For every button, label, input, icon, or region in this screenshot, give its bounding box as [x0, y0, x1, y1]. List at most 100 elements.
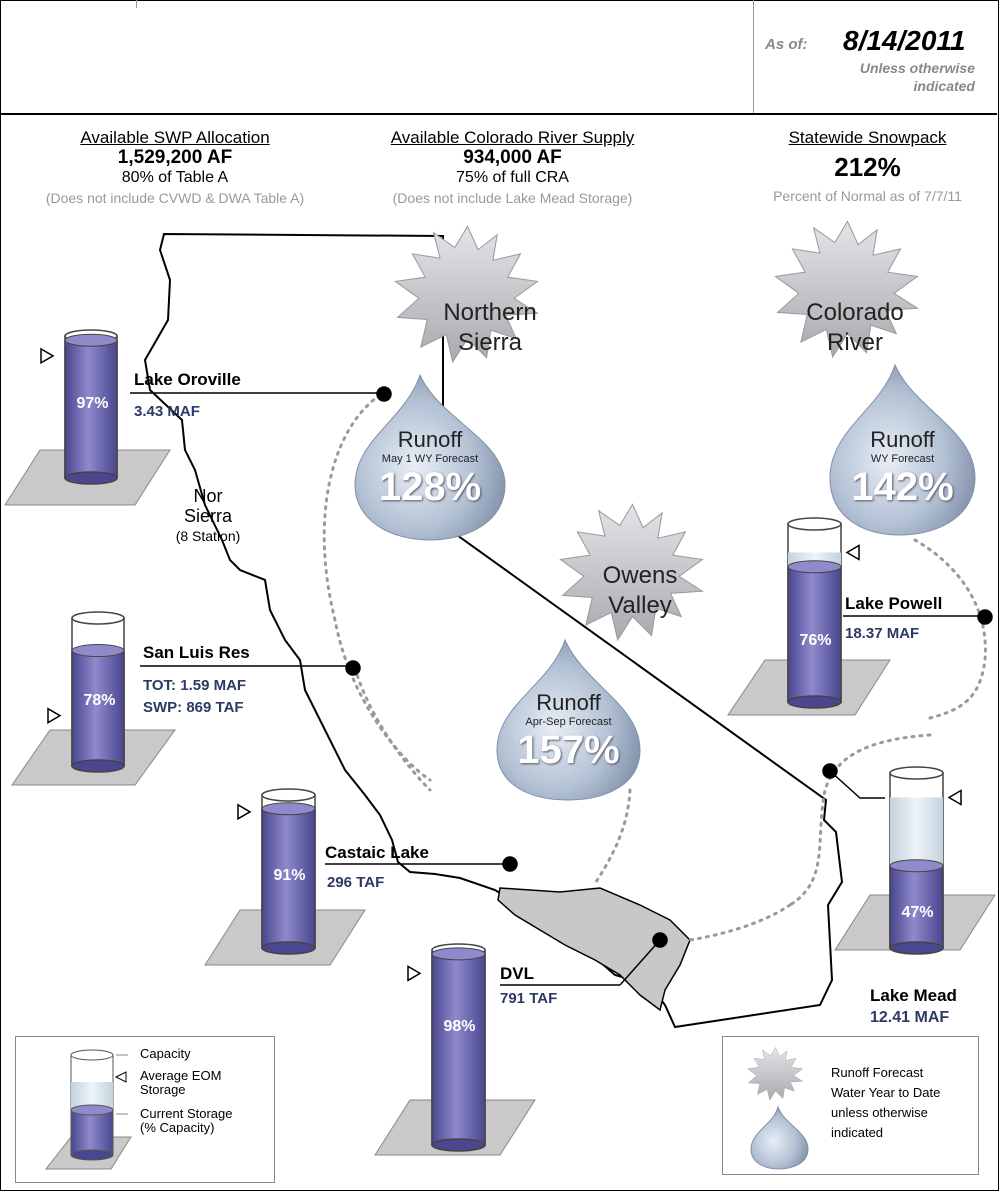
- runoff-legend: Runoff Forecast Water Year to Date unles…: [722, 1036, 979, 1175]
- colorado-runoff-title: Runoff: [870, 427, 935, 452]
- mead-water-surface: [889, 859, 944, 873]
- runoff-legend-line1: Runoff Forecast: [831, 1065, 924, 1080]
- north-region: Northern Sierra: [430, 298, 550, 358]
- owens-runoff: Runoff Apr-Sep Forecast 157%: [497, 690, 640, 773]
- owens-region: Owens Valley: [575, 561, 705, 621]
- castaic-avg-marker: [237, 803, 252, 821]
- north-runoff-title: Runoff: [397, 427, 463, 452]
- oroville-avg-marker: [40, 347, 55, 365]
- mead-avg-band: [890, 797, 943, 866]
- colorado-region-line1: Colorado: [806, 299, 904, 326]
- swp-value: 1,529,200 AF: [117, 147, 233, 168]
- colorado-region-line2: River: [826, 329, 883, 356]
- dvl-water: [431, 953, 486, 1146]
- sanluis-avg-marker: [47, 707, 62, 724]
- nor-sierra-label: Nor Sierra (8 Station): [158, 486, 258, 546]
- dvl-water-surface: [431, 947, 486, 961]
- castaic-label: Castaic Lake: [325, 843, 429, 862]
- snowpack-value: 212%: [834, 152, 901, 182]
- powell-pct: 76%: [799, 632, 832, 649]
- oroville-pct: 97%: [76, 395, 109, 412]
- legend-avg-line1: Average EOM: [140, 1068, 222, 1083]
- sanluis-swp: SWP: 869 TAF: [143, 699, 244, 716]
- cylinders-group: [40, 329, 962, 1152]
- oroville-water-surface: [64, 333, 118, 347]
- sanluis-label: San Luis Res: [143, 643, 250, 662]
- powell-avg-marker: [845, 544, 860, 561]
- powell-value: 18.37 MAF: [845, 625, 920, 642]
- powell-tube-top: [787, 517, 842, 531]
- powell-tube-bottom: [787, 695, 842, 709]
- storage-legend: Capacity Average EOM Storage Current Sto…: [15, 1036, 275, 1183]
- runoff-legend-line2: Water Year to Date: [831, 1085, 941, 1100]
- as-of-date: 8/14/2011: [843, 25, 966, 56]
- sanluis-tube-top: [71, 611, 125, 625]
- north-region-line2: Sierra: [457, 329, 523, 356]
- owens-region-line2: Valley: [608, 592, 672, 619]
- nor-sierra-line1: Nor: [193, 486, 223, 506]
- dvl-avg-marker: [407, 965, 422, 982]
- legend-capacity: Capacity: [140, 1046, 191, 1061]
- header-tick: [136, 0, 137, 8]
- castaic-tube-top: [261, 788, 316, 802]
- mead-label: Lake Mead: [870, 986, 957, 1005]
- colorado-region: Colorado River: [780, 298, 930, 358]
- owens-runoff-title: Runoff: [536, 690, 601, 715]
- colorado-value: 934,000 AF: [463, 147, 562, 168]
- snowpack-title: Statewide Snowpack: [788, 128, 947, 147]
- dvl-tube-bottom: [431, 1138, 486, 1152]
- dvl-pct: 98%: [443, 1018, 476, 1035]
- snowpack-summary: Statewide Snowpack 212% Percent of Norma…: [725, 128, 999, 206]
- powell-water-surface: [787, 560, 842, 574]
- runoff-legend-line3: unless otherwise: [831, 1105, 928, 1120]
- nor-sierra-line2: Sierra: [183, 506, 232, 526]
- legend-current-line1: Current Storage: [140, 1106, 233, 1121]
- powell-water: [787, 565, 842, 703]
- nor-sierra-line3: (8 Station): [175, 528, 241, 544]
- mead-tube-bottom: [889, 941, 944, 955]
- sanluis-tot: TOT: 1.59 MAF: [143, 677, 247, 694]
- california-outline: [143, 232, 844, 1029]
- header-bar: As of: 8/14/2011 Unless otherwise indica…: [0, 0, 997, 115]
- legend-current: Current Storage (% Capacity): [140, 1107, 233, 1135]
- legend-current-line2: (% Capacity): [140, 1120, 215, 1135]
- sanluis-pct: 78%: [83, 692, 116, 709]
- north-runoff-pct: 128%: [378, 465, 482, 509]
- snowpack-note: Percent of Normal as of 7/7/11: [773, 188, 962, 204]
- colorado-runoff-pct: 142%: [851, 465, 954, 509]
- colorado-runoff: Runoff WY Forecast 142%: [830, 427, 975, 510]
- owens-runoff-drop: [496, 638, 641, 801]
- swp-summary: Available SWP Allocation 1,529,200 AF 80…: [10, 128, 340, 208]
- dvl-label: DVL: [500, 964, 534, 983]
- owens-runoff-pct: 157%: [517, 728, 620, 772]
- runoff-legend-line4: indicated: [831, 1125, 884, 1140]
- legend-cylinder-icon: [44, 1049, 132, 1170]
- castaic-value: 296 TAF: [327, 874, 385, 891]
- legend-avg-line2: Storage: [140, 1082, 186, 1097]
- north-region-line1: Northern: [443, 299, 537, 326]
- as-of-note: Unless otherwise indicated: [775, 59, 975, 95]
- powell-label: Lake Powell: [845, 594, 943, 613]
- colorado-runoff-drop: [829, 363, 976, 536]
- castaic-water-surface: [261, 802, 316, 816]
- dvl-value: 791 TAF: [500, 990, 558, 1007]
- mead-tube-top: [889, 766, 944, 780]
- owens-runoff-sub: Apr-Sep Forecast: [525, 716, 612, 728]
- north-runoff: Runoff May 1 WY Forecast 128%: [355, 427, 505, 510]
- colorado-title: Available Colorado River Supply: [390, 128, 635, 147]
- mead-pct: 47%: [901, 904, 934, 921]
- colorado-sub: 75% of full CRA: [456, 169, 569, 186]
- as-of-label: As of:: [765, 36, 808, 53]
- swp-sub: 80% of Table A: [121, 169, 229, 186]
- sanluis-tube-bottom: [71, 759, 125, 773]
- runoff-legend-text: Runoff Forecast Water Year to Date unles…: [831, 1063, 940, 1143]
- colorado-runoff-sub: WY Forecast: [870, 453, 935, 465]
- north-runoff-drop: [354, 373, 506, 541]
- castaic-tube-bottom: [261, 941, 316, 955]
- legend-runoff-icon: [747, 1047, 809, 1170]
- sanluis-water-surface: [71, 644, 125, 658]
- swp-note: (Does not include CVWD & DWA Table A): [45, 190, 305, 206]
- oroville-tube-bottom: [64, 471, 118, 485]
- mead-avg-marker: [947, 789, 962, 806]
